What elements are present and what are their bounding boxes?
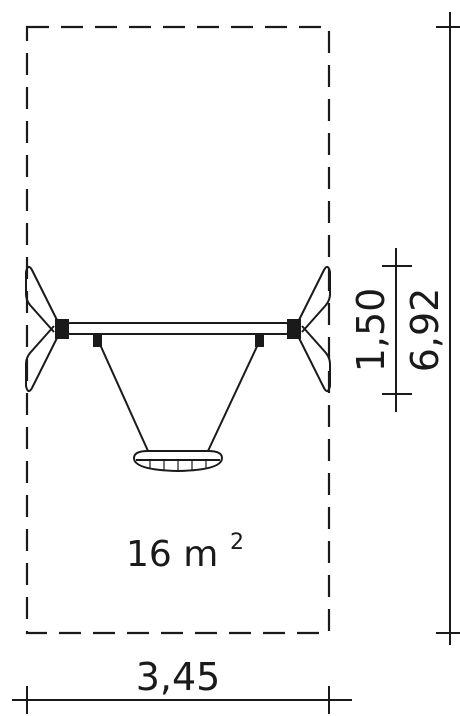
swing-width-dimension-label: 1,50 [349, 288, 393, 373]
swing-frame [25, 266, 331, 473]
top-beam [65, 322, 291, 335]
width-dimension-line [12, 686, 352, 714]
length-dimension-label: 6,92 [403, 288, 447, 373]
left-chain [97, 339, 149, 452]
right-chain [207, 339, 261, 452]
left-a-frame [25, 266, 69, 392]
area-label: 16 m [126, 534, 218, 575]
safety-zone-outline [25, 25, 331, 635]
length-dimension-line [436, 12, 460, 645]
right-a-frame [287, 266, 331, 392]
area-unit-exponent: 2 [230, 530, 244, 555]
nest-swing-seat [132, 450, 224, 473]
swing-width-dimension-line [382, 248, 412, 412]
width-dimension-label: 3,45 [136, 655, 221, 699]
